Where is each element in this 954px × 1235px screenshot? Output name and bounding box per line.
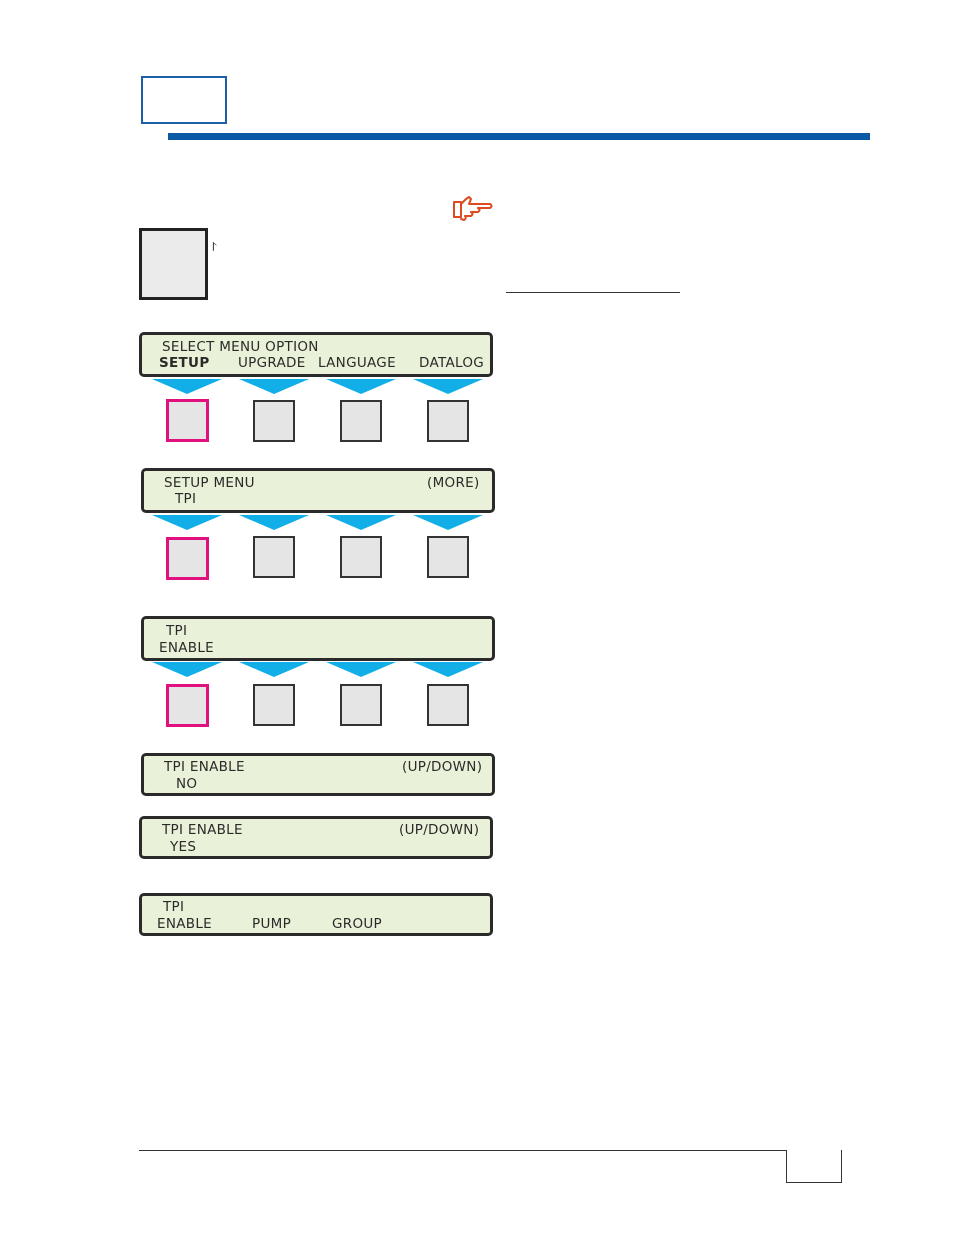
- lcd-option-datalog: DATALOG: [419, 355, 485, 371]
- softkey-3[interactable]: [340, 536, 382, 578]
- lcd-option-language: LANGUAGE: [318, 355, 396, 371]
- footer-rule: [139, 1150, 842, 1151]
- softkey-arrow: [239, 379, 309, 394]
- softkey-arrow: [413, 662, 483, 677]
- page-number-box: [786, 1150, 842, 1183]
- softkey-arrow: [239, 662, 309, 677]
- lcd-line1: SELECT MENU OPTION: [162, 339, 319, 355]
- lcd-more-indicator: (MORE): [427, 475, 480, 491]
- softkey-arrow: [326, 515, 396, 530]
- softkey-arrow: [413, 515, 483, 530]
- softkey-arrow: [152, 662, 222, 677]
- lcd-value-no: NO: [176, 776, 198, 792]
- pointing-hand-icon: [453, 196, 493, 221]
- lcd-line1: SETUP MENU: [164, 475, 255, 491]
- keypad-key-image: [139, 228, 208, 300]
- header-rule: [168, 133, 870, 140]
- softkey-1-active[interactable]: [166, 537, 209, 580]
- lcd-line1: TPI ENABLE: [162, 822, 243, 838]
- lcd-option-setup: SETUP: [159, 355, 210, 371]
- softkey-2[interactable]: [253, 536, 295, 578]
- lcd-screen-select-menu: SELECT MENU OPTION SETUP UPGRADE LANGUAG…: [139, 332, 493, 377]
- softkey-3[interactable]: [340, 400, 382, 442]
- lcd-screen-tpi-enable-no: TPI ENABLE (UP/DOWN) NO: [141, 753, 495, 796]
- lcd-screen-setup-menu: SETUP MENU (MORE) TPI: [141, 468, 495, 513]
- lcd-option-tpi: TPI: [175, 491, 197, 507]
- underline-rule: [506, 292, 680, 293]
- softkey-1-active[interactable]: [166, 684, 209, 727]
- softkey-4[interactable]: [427, 400, 469, 442]
- lcd-option-enable: ENABLE: [157, 916, 212, 932]
- lcd-option-group: GROUP: [332, 916, 382, 932]
- softkey-arrow: [152, 379, 222, 394]
- softkey-arrow: [413, 379, 483, 394]
- softkey-arrow: [239, 515, 309, 530]
- lcd-option-pump: PUMP: [252, 916, 292, 932]
- softkey-4[interactable]: [427, 684, 469, 726]
- lcd-screen-tpi: TPI ENABLE: [141, 616, 495, 661]
- lcd-updown-indicator: (UP/DOWN): [399, 822, 480, 838]
- chapter-number-box: [141, 76, 227, 124]
- softkey-4[interactable]: [427, 536, 469, 578]
- softkey-3[interactable]: [340, 684, 382, 726]
- lcd-line1: TPI: [166, 623, 188, 639]
- small-arrow-icon: ⨡: [212, 240, 217, 254]
- lcd-updown-indicator: (UP/DOWN): [402, 759, 483, 775]
- lcd-option-upgrade: UPGRADE: [238, 355, 306, 371]
- softkey-arrow: [326, 379, 396, 394]
- lcd-screen-tpi-menu: TPI ENABLE PUMP GROUP: [139, 893, 493, 936]
- softkey-2[interactable]: [253, 684, 295, 726]
- softkey-2[interactable]: [253, 400, 295, 442]
- lcd-value-yes: YES: [170, 839, 197, 855]
- softkey-arrow: [152, 515, 222, 530]
- softkey-1-active[interactable]: [166, 399, 209, 442]
- lcd-screen-tpi-enable-yes: TPI ENABLE (UP/DOWN) YES: [139, 816, 493, 859]
- lcd-line1: TPI: [163, 899, 185, 915]
- lcd-line1: TPI ENABLE: [164, 759, 245, 775]
- softkey-arrow: [326, 662, 396, 677]
- lcd-option-enable: ENABLE: [159, 640, 214, 656]
